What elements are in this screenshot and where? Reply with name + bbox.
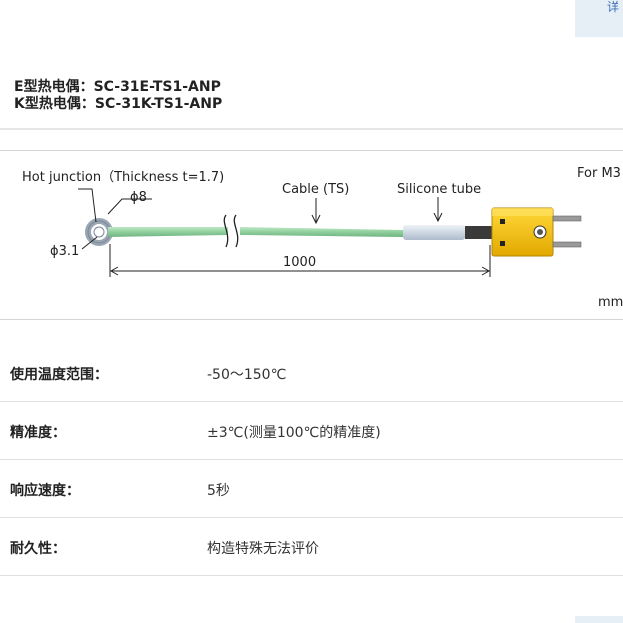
spec-label: 响应速度： (10, 483, 80, 499)
spec-row-temperature: 使用温度范围： -50～150℃ (0, 344, 623, 402)
spec-label: 使用温度范围： (10, 367, 108, 383)
thermocouple-diagram: Hot junction（Thickness t=1.7) ϕ8 ϕ3.1 Ca… (0, 150, 623, 320)
phi-inner-label: ϕ3.1 (50, 244, 79, 259)
model-k-label: K型热电偶： (14, 96, 95, 112)
spec-value: -50～150℃ (207, 367, 287, 383)
unit-label: mm (598, 295, 623, 310)
model-k-code: SC-31K-TS1-ANP (94, 96, 223, 112)
spec-value: ±3℃(测量100℃的精准度) (207, 425, 381, 441)
spec-label: 精准度： (10, 425, 66, 441)
cable-label: Cable (TS) (282, 182, 349, 197)
spec-row-accuracy: 精准度： ±3℃(测量100℃的精准度) (0, 402, 623, 460)
cable-segment-right (240, 227, 404, 237)
detail-button[interactable]: 详 (575, 0, 623, 37)
spec-row-response: 响应速度： 5秒 (0, 460, 623, 518)
hot-junction-label: Hot junction（Thickness t=1.7) (22, 170, 224, 185)
model-e: E型热电偶：SC-31E-TS1-ANP (14, 79, 222, 96)
model-list: E型热电偶：SC-31E-TS1-ANP K型热电偶：SC-31K-TS1-AN… (14, 79, 222, 113)
for-m3-label: For M3 (577, 166, 621, 181)
model-k: K型热电偶：SC-31K-TS1-ANP (14, 96, 222, 113)
cable-segment-left (108, 227, 228, 237)
spec-value: 5秒 (207, 483, 230, 499)
bottom-button[interactable] (575, 616, 623, 623)
silicone-tube-label: Silicone tube (397, 182, 481, 197)
length-label: 1000 (283, 255, 316, 270)
break-mark-icon (223, 214, 229, 248)
model-e-code: SC-31E-TS1-ANP (93, 79, 221, 95)
diagram-svg: Hot junction（Thickness t=1.7) ϕ8 ϕ3.1 Ca… (22, 166, 623, 310)
spec-row-durability: 耐久性： 构造特殊无法评价 (0, 518, 623, 576)
section-divider (0, 128, 623, 130)
phi-outer-label: ϕ8 (130, 190, 147, 205)
spec-label: 耐久性： (10, 541, 66, 557)
silicone-tube (403, 225, 465, 240)
detail-button-label: 详 (606, 0, 619, 14)
model-e-label: E型热电偶： (14, 79, 94, 95)
spec-value: 构造特殊无法评价 (207, 541, 319, 557)
connector-pin-icon (552, 215, 582, 222)
